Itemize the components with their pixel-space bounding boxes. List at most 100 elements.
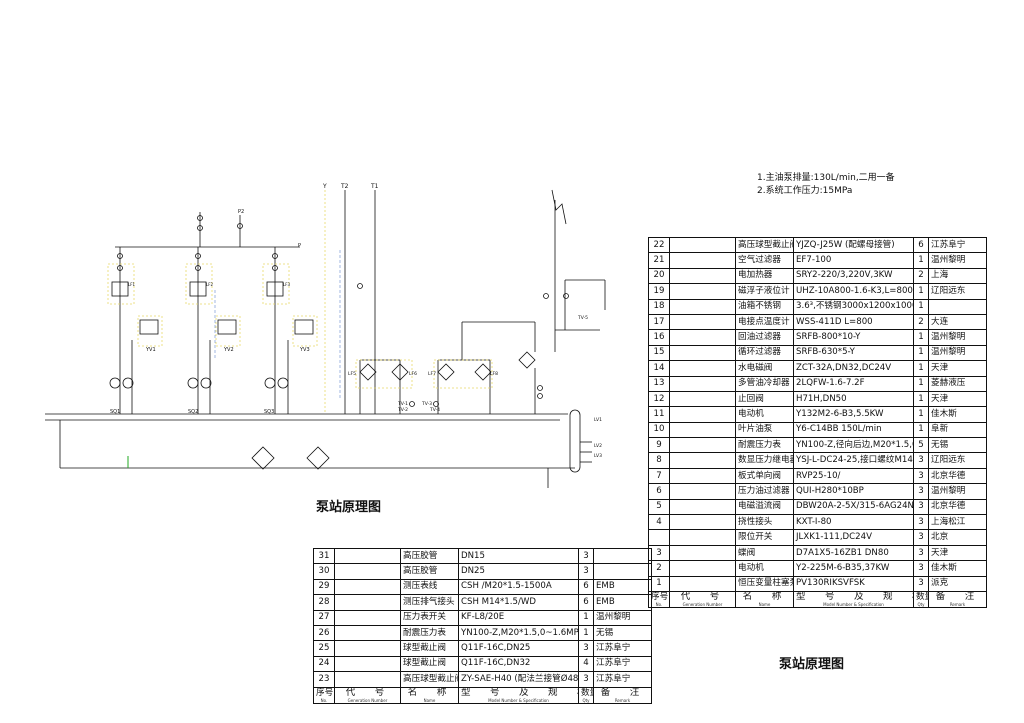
row-qty: 1 (913, 421, 929, 439)
row-spec: DN25 (458, 563, 579, 580)
row-name: 止回阀 (735, 390, 794, 408)
row-spec: Y6-C14BB 150L/min (793, 421, 914, 439)
row-name: 球型截止阀 (400, 640, 459, 657)
row-spec: 2LQFW-1.6-7.2F (793, 375, 914, 392)
row-seq: 4 (648, 514, 670, 531)
row-seq: 31 (313, 547, 335, 565)
row-remark: 无锡 (593, 624, 652, 642)
row-seq: 7 (648, 467, 670, 485)
row-spec: YSJ-L-DC24-25,接口螺纹M14*1.5,DC24V (793, 452, 914, 469)
pipe-label-p: P (298, 243, 302, 249)
row-name: 电动机 (735, 560, 794, 577)
row-code (669, 437, 736, 454)
row-qty: 3 (913, 467, 929, 485)
row-code (334, 624, 401, 642)
row-spec: DN15 (458, 547, 579, 565)
row-remark: 天津 (928, 390, 987, 408)
row-name: 板式单向阀 (735, 467, 794, 485)
row-qty: 1 (913, 283, 929, 300)
row-seq: 26 (313, 624, 335, 642)
note-2: 2.系统工作压力:15MPa (757, 186, 853, 196)
row-qty: 1 (578, 624, 594, 642)
row-spec: D7A1X5-16ZB1 DN80 (793, 544, 914, 562)
row-qty: 1 (913, 329, 929, 346)
row-seq: 27 (313, 609, 335, 626)
drawing-title: 泵站原理图 (779, 657, 845, 672)
row-code (669, 313, 736, 331)
row-seq: 29 (313, 578, 335, 596)
level-switch-lv2: LV2 (594, 444, 602, 449)
row-spec: YJZQ-J25W (配螺母接管) (793, 236, 914, 254)
row-seq: 17 (648, 313, 670, 331)
row-qty: 3 (913, 529, 929, 546)
row-code (669, 283, 736, 300)
note-1: 1.主油泵排量:130L/min,二用一备 (757, 173, 895, 183)
row-seq: 13 (648, 375, 670, 392)
row-qty: 1 (913, 252, 929, 269)
row-spec: Y2-225M-6-B35,37KW (793, 560, 914, 577)
row-spec: KF-L8/20E (458, 609, 579, 626)
row-qty: 6 (578, 594, 594, 611)
row-seq: 16 (648, 329, 670, 346)
level-switch-lv1: LV1 (594, 418, 602, 423)
row-qty: 2 (913, 313, 929, 331)
row-name: 耐震压力表 (400, 624, 459, 642)
row-qty: 3 (913, 498, 929, 516)
row-qty: 3 (913, 544, 929, 562)
row-qty: 1 (913, 360, 929, 377)
row-code (669, 452, 736, 469)
row-code (669, 514, 736, 531)
row-seq: 25 (313, 640, 335, 657)
row-seq: 11 (648, 406, 670, 423)
row-name: 高压胶管 (400, 563, 459, 580)
unit-1-yv-label: YV1 (146, 347, 156, 353)
filter-lf7-label: LF7 (428, 372, 436, 377)
row-remark: 温州黎明 (928, 344, 987, 362)
header-qty: 数量Qty (578, 686, 594, 704)
row-remark: 北京华德 (928, 498, 987, 516)
row-code (334, 547, 401, 565)
row-spec: CSH /M20*1.5-1500A (458, 578, 579, 596)
test-point-tv5: TV-5 (578, 316, 589, 321)
row-spec: EF7-100 (793, 252, 914, 269)
row-seq (648, 529, 670, 546)
unit-3-lf-label: LF3 (283, 282, 291, 287)
row-qty: 6 (578, 578, 594, 596)
row-qty: 1 (913, 406, 929, 423)
row-code (669, 421, 736, 439)
row-spec: RVP25-10/ (793, 467, 914, 485)
row-seq: 8 (648, 452, 670, 469)
row-qty: 3 (578, 547, 594, 565)
row-spec: 3.6³,不锈钢3000x1200x1000,H=1000 (793, 298, 914, 315)
row-code (334, 671, 401, 688)
row-qty: 1 (913, 375, 929, 392)
row-remark: 无锡 (928, 437, 987, 454)
row-qty: 3 (578, 640, 594, 657)
row-qty: 1 (913, 344, 929, 362)
row-code (669, 375, 736, 392)
pipe-label-t1: T1 (371, 183, 379, 190)
row-name: 多管油冷却器 (735, 375, 794, 392)
row-seq: 6 (648, 483, 670, 500)
row-spec: H71H,DN50 (793, 390, 914, 408)
test-point-tv2: TV-2 (398, 408, 409, 413)
row-spec: WSS-411D L=800 (793, 313, 914, 331)
